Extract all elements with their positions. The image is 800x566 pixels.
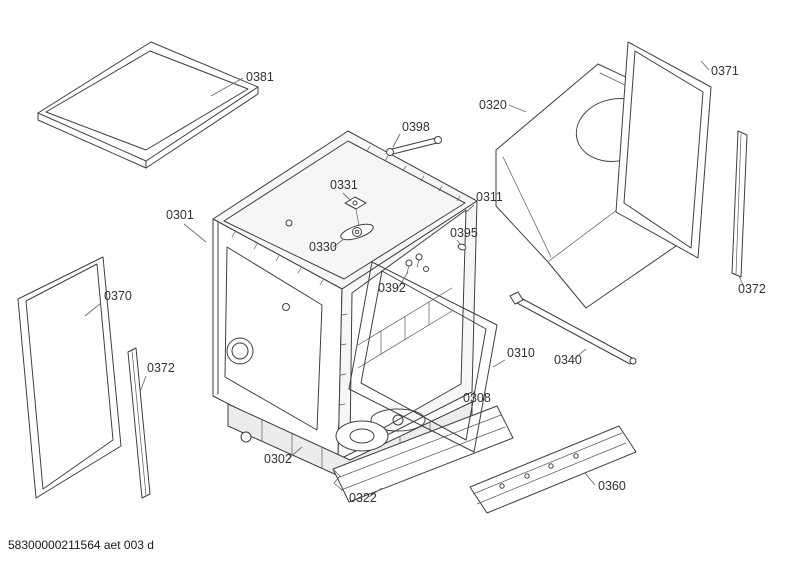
callout-label: 0372 [738, 282, 766, 296]
callout-label: 0301 [166, 208, 194, 222]
callout-label: 0330 [309, 240, 337, 254]
callout-0301: 0301 [166, 208, 207, 243]
callout-label: 0311 [476, 190, 503, 204]
trim-strip-right [731, 130, 748, 278]
callouts: 0381 0301 0370 0372 0331 0330 [84, 60, 766, 505]
callout-0372-left: 0372 [139, 361, 175, 393]
callout-label: 0371 [711, 64, 739, 78]
callout-label: 0381 [246, 70, 274, 84]
side-panel-right [615, 41, 712, 259]
upper-spray-arm [340, 223, 374, 241]
callout-0311: 0311 [464, 190, 503, 214]
callout-label: 0370 [104, 289, 132, 303]
sump-opening [335, 420, 389, 452]
door-face-bolt [282, 303, 290, 311]
callout-label: 0392 [378, 281, 406, 295]
cabinet-tub [212, 130, 478, 461]
top-face-dot [285, 219, 293, 227]
salt-cap-outer [226, 337, 254, 365]
callout-0340: 0340 [554, 348, 587, 367]
fastener-screws [405, 253, 429, 274]
callout-0322: 0322 [349, 487, 383, 505]
document-code: 58300000211564 aet 003 d [8, 538, 154, 552]
callout-label: 0302 [264, 452, 292, 466]
callout-0381: 0381 [210, 70, 274, 97]
callout-label: 0398 [402, 120, 430, 134]
plinth-panel [469, 425, 637, 514]
small-nut [457, 243, 467, 251]
door-seal-frame [348, 261, 498, 453]
callout-0372-right: 0372 [738, 275, 766, 296]
trim-strip-left [127, 347, 151, 499]
callout-0398: 0398 [392, 120, 430, 148]
interior-basket [357, 287, 453, 369]
callout-0330: 0330 [309, 238, 345, 254]
tub-floor-sump [370, 408, 426, 432]
door-outer-panel [17, 256, 122, 499]
callout-0310: 0310 [492, 346, 535, 368]
callout-label: 0331 [330, 178, 358, 192]
callout-0370: 0370 [84, 289, 132, 317]
callout-label: 0360 [598, 479, 626, 493]
tension-rod [509, 291, 637, 365]
callout-0360: 0360 [584, 472, 626, 493]
callout-0395: 0395 [450, 226, 478, 246]
top-cross-rod [386, 136, 442, 156]
callout-0371: 0371 [700, 60, 739, 78]
callout-label: 0340 [554, 353, 582, 367]
callout-0302: 0302 [264, 446, 303, 466]
callout-0331: 0331 [330, 178, 358, 202]
callout-label: 0308 [463, 391, 491, 405]
callout-0308: 0308 [463, 387, 491, 405]
worktop-panel [37, 41, 259, 169]
base-wheel-left [240, 431, 252, 443]
callout-label: 0320 [479, 98, 507, 112]
callout-label: 0395 [450, 226, 478, 240]
callout-label: 0372 [147, 361, 175, 375]
salt-cap-inner [231, 342, 249, 360]
callout-0320: 0320 [479, 98, 527, 113]
callout-label: 0322 [349, 491, 377, 505]
callout-label: 0310 [507, 346, 535, 360]
callout-0392: 0392 [378, 271, 409, 295]
